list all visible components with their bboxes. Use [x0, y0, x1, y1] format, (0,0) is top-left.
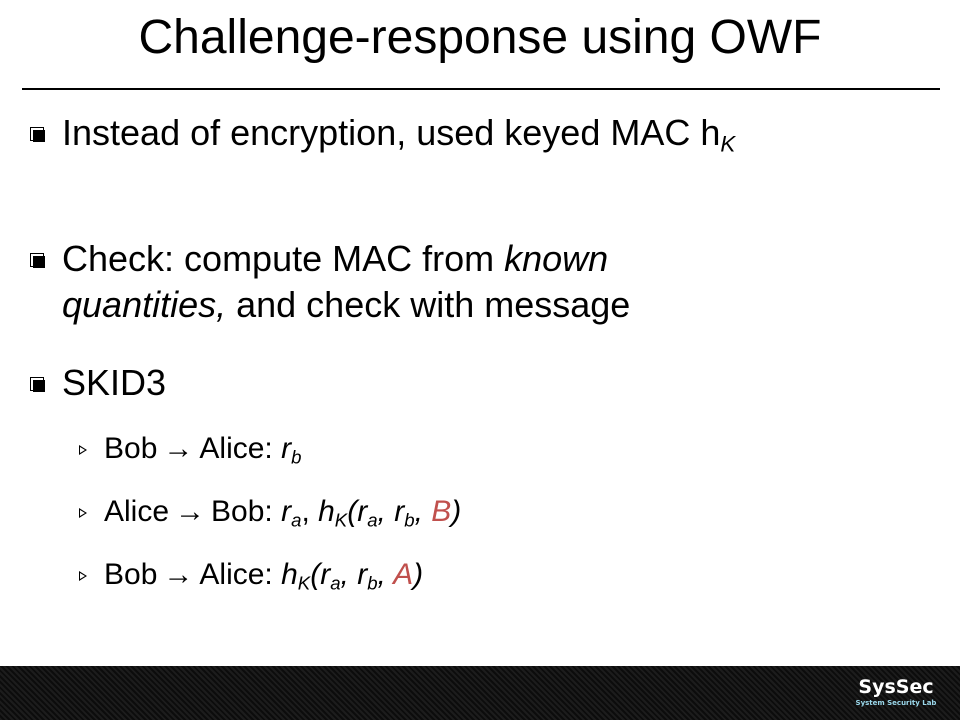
bullet-check: Check: compute MAC from known quantities,…	[30, 236, 930, 332]
bullet-check-italic-quantities: quantities,	[62, 284, 227, 325]
logo-wordmark: SysSec	[858, 676, 934, 698]
nonce-r: r	[320, 558, 331, 591]
nonce-r: r	[394, 495, 405, 528]
paren-close: )	[451, 495, 462, 528]
mac-function-h: h	[281, 558, 298, 591]
logo-tagline: System Security Lab	[855, 699, 937, 707]
paren-open: (	[310, 558, 321, 591]
mac-key-subscript: K	[297, 572, 311, 594]
bullet-keyed-mac-text: Instead of encryption, used keyed MAC h	[62, 112, 721, 153]
slide-content: Challenge-response using OWF Instead of …	[22, 11, 940, 593]
step-text: Alice→Bob: ra, hK(ra, rb, B)	[104, 494, 461, 530]
right-arrow-icon: →	[163, 432, 194, 465]
nonce-r-subscript: a	[330, 572, 341, 594]
nonce-r-subscript: a	[367, 509, 378, 531]
step2-to: Bob:	[211, 495, 273, 528]
bullet-text: Instead of encryption, used keyed MAC hK	[62, 110, 912, 156]
nonce-r-subscript: b	[367, 572, 378, 594]
mac-key-subscript: K	[720, 131, 736, 157]
right-arrow-icon: →	[175, 495, 206, 528]
paren-close: )	[413, 558, 424, 591]
nonce-r: r	[281, 495, 292, 528]
triangle-bullet-icon	[79, 508, 87, 518]
identity-a: A	[393, 558, 414, 591]
identity-b: B	[431, 495, 452, 528]
separator: ,	[340, 558, 358, 591]
nonce-r-subscript: b	[404, 509, 415, 531]
nonce-r: r	[281, 432, 292, 465]
footer-bar: SysSec System Security Lab	[0, 666, 960, 720]
nonce-r-subscript: a	[291, 509, 302, 531]
square-bullet-icon	[30, 253, 45, 268]
bullet-skid3-text: SKID3	[62, 362, 167, 403]
triangle-bullet-icon	[79, 571, 87, 581]
bullet-check-italic-known: known	[504, 238, 609, 279]
step1-to: Alice:	[199, 432, 273, 465]
square-bullet-icon	[30, 377, 45, 392]
right-arrow-icon: →	[163, 558, 194, 591]
bullet-skid3: SKID3	[30, 360, 930, 406]
separator: ,	[301, 495, 319, 528]
mac-function-h: h	[318, 495, 335, 528]
step3-to: Alice:	[199, 558, 273, 591]
separator: ,	[414, 495, 432, 528]
step3-from: Bob	[104, 558, 158, 591]
slide-title: Challenge-response using OWF	[138, 11, 822, 64]
step-text: Bob→Alice: hK(ra, rb, A)	[104, 557, 423, 593]
syssec-logo: SysSec System Security Lab	[852, 677, 940, 713]
triangle-bullet-icon	[79, 445, 87, 455]
paren-open: (	[347, 495, 358, 528]
nonce-r: r	[357, 495, 368, 528]
step-text: Bob→Alice: rb	[104, 431, 301, 467]
step2-from: Alice	[104, 495, 170, 528]
step1-from: Bob	[104, 432, 158, 465]
bullet-check-text-b: and check with message	[226, 284, 631, 325]
separator: ,	[377, 558, 394, 591]
nonce-r: r	[357, 558, 368, 591]
nonce-r-subscript: b	[291, 446, 302, 468]
bullet-check-text-a: Check: compute MAC from	[62, 238, 505, 279]
bullet-text: Check: compute MAC from known quantities,…	[62, 236, 912, 328]
square-bullet-icon	[30, 127, 45, 142]
title-divider	[22, 88, 940, 90]
separator: ,	[377, 495, 395, 528]
bullet-keyed-mac: Instead of encryption, used keyed MAC hK	[30, 110, 930, 206]
mac-key-subscript: K	[334, 509, 348, 531]
